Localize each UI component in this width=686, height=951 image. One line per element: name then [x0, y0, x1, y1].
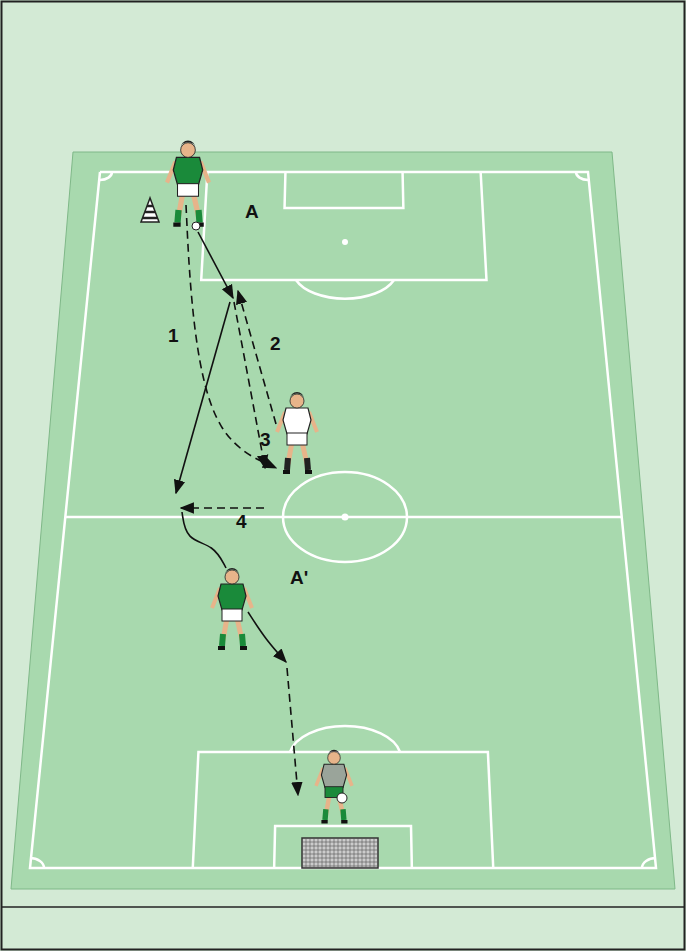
- net-strand: [374, 838, 375, 868]
- run-arrow: [176, 302, 230, 493]
- dribble-arrow: [248, 612, 286, 662]
- penalty-arc: [290, 726, 400, 752]
- net-strand: [338, 838, 339, 868]
- net-strand: [302, 862, 378, 863]
- net-strand: [302, 846, 378, 847]
- head: [225, 570, 239, 584]
- penalty-area: [193, 752, 493, 868]
- kicking-player: [167, 141, 209, 225]
- net-strand: [302, 858, 378, 859]
- net-strand: [370, 838, 371, 868]
- group-label: A: [245, 202, 259, 221]
- ball: [337, 793, 347, 803]
- pitch-ground: [11, 152, 675, 889]
- cone-stripes: [143, 206, 157, 218]
- hair: [290, 392, 304, 399]
- shot-arrow: [287, 668, 298, 795]
- cone: [141, 198, 159, 222]
- net-strand: [358, 838, 359, 868]
- shirt: [283, 408, 311, 434]
- cone-body: [141, 198, 159, 222]
- corner-arc: [642, 858, 656, 868]
- net-strand: [322, 838, 323, 868]
- boots: [218, 646, 247, 650]
- net-strand: [346, 838, 347, 868]
- callout-number: 4: [236, 512, 247, 531]
- dribble-line: [182, 512, 226, 568]
- corner-arc: [576, 172, 588, 180]
- net-strand: [366, 838, 367, 868]
- net-strand: [302, 850, 378, 851]
- net-strand: [306, 838, 307, 868]
- penalty-spot: [342, 239, 348, 245]
- penalty-area: [201, 172, 486, 280]
- group-label: A': [290, 568, 308, 587]
- corner-arc: [30, 858, 44, 868]
- net-strand: [314, 838, 315, 868]
- net-strand: [350, 838, 351, 868]
- frame-rule: [2, 906, 684, 908]
- penalty-arc: [296, 280, 394, 299]
- boots: [283, 470, 312, 474]
- net-strand: [310, 838, 311, 868]
- head: [181, 143, 196, 158]
- boots: [321, 820, 347, 824]
- net-strand: [342, 838, 343, 868]
- shorts: [222, 609, 242, 621]
- net-strand: [302, 866, 378, 867]
- shirt: [218, 584, 246, 610]
- defender: [277, 392, 317, 472]
- shirt: [321, 764, 346, 787]
- touch-lines: [30, 172, 656, 868]
- socks: [325, 809, 344, 820]
- corner-arc: [100, 172, 112, 180]
- goal-frame: [302, 838, 378, 868]
- net-strand: [362, 838, 363, 868]
- run-arrow: [198, 232, 233, 298]
- net-strand: [330, 838, 331, 868]
- net-strand: [318, 838, 319, 868]
- hair: [328, 750, 341, 756]
- head: [328, 752, 341, 765]
- net-strand: [302, 854, 378, 855]
- goal-net: [302, 838, 378, 868]
- hair: [225, 568, 239, 575]
- net-strand: [302, 842, 378, 843]
- net-strand: [334, 838, 335, 868]
- goalkeeper: [316, 750, 352, 822]
- ball: [192, 222, 200, 230]
- net-strand: [326, 838, 327, 868]
- socks: [287, 458, 308, 470]
- goal-area: [285, 172, 404, 208]
- callout-number: 3: [260, 430, 271, 449]
- goal-area: [274, 826, 412, 868]
- callout-number: 2: [270, 334, 281, 353]
- shirt: [173, 157, 202, 184]
- pass-arrow: [181, 507, 264, 509]
- attacker: [212, 568, 252, 648]
- pass-arrow: [186, 205, 276, 468]
- centre-spot: [342, 514, 349, 521]
- callout-number: 1: [168, 326, 179, 345]
- centre-circle: [283, 472, 407, 562]
- net-strand: [354, 838, 355, 868]
- shorts: [287, 433, 307, 445]
- shorts: [178, 184, 199, 197]
- socks: [222, 634, 243, 646]
- socks: [178, 210, 200, 223]
- head: [290, 394, 304, 408]
- hair: [181, 141, 196, 148]
